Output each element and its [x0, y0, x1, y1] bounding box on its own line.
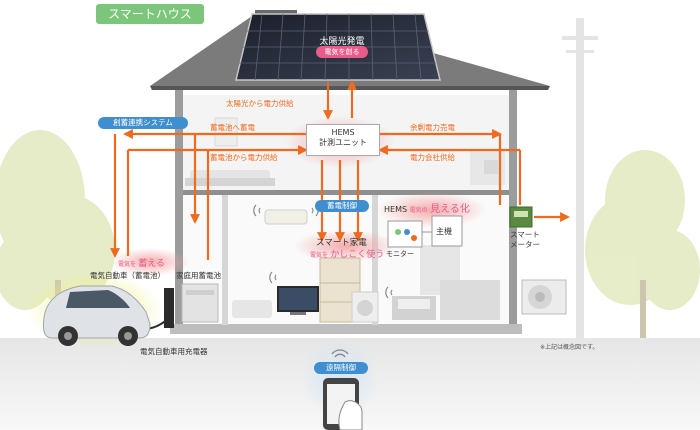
title-badge: スマートハウス [96, 4, 204, 24]
label-main-unit: 主機 [436, 227, 452, 236]
ev-tag: 電気を 蓄える [118, 256, 165, 269]
hems-monitor [387, 220, 423, 248]
smart-meter-line2: メーター [510, 240, 540, 249]
washing-machine [351, 291, 379, 323]
hems-unit-box: HEMS 計測ユニット [306, 124, 380, 156]
home-battery [181, 283, 219, 323]
sofa [232, 300, 272, 318]
label-remote-control: 遠隔制御 [314, 362, 368, 374]
label-surplus: 余剰電力売電 [410, 123, 455, 132]
label-battery-charge: 蓄電池へ蓄電 [210, 123, 255, 132]
solar-title: 太陽光発電 [319, 37, 365, 47]
hems-main-unit [422, 215, 463, 247]
electric-car [43, 285, 151, 346]
hems-vis-prefix: HEMS [384, 205, 408, 214]
kitchen [392, 245, 500, 320]
appliance-tag-big: かしこく使う [330, 250, 385, 260]
hems-vis-small: 電気の [409, 207, 428, 214]
appliance-tag-small: 電気を [310, 252, 329, 259]
utility-pole [562, 18, 598, 340]
label-battery-supply: 蓄電池から電力供給 [210, 153, 278, 162]
wifi-icon-kitchen [385, 286, 393, 299]
ev-tag-big: 蓄える [138, 259, 165, 269]
label-solar-supply: 太陽光から電力供給 [226, 99, 294, 108]
tree-right [585, 150, 700, 340]
power-flow-arrows [110, 80, 570, 260]
wifi-icon [331, 349, 349, 358]
label-grid-supply: 電力会社供給 [410, 153, 455, 162]
label-monitor: モニター [386, 250, 414, 258]
smart-meter-line1: スマート [510, 230, 540, 239]
outdoor-unit [521, 279, 567, 315]
label-storage-control: 蓄電制御 [315, 200, 369, 212]
tv [277, 286, 319, 315]
ev-tag-small: 電気を [118, 261, 137, 268]
smartphone [323, 378, 363, 430]
air-conditioner [264, 209, 308, 225]
label-ev: 電気自動車（蓄電池） [90, 271, 165, 280]
solar-tag: 電気を創る [316, 46, 368, 58]
hems-vis-big: 見える化 [430, 204, 470, 215]
label-ev-charger: 電気自動車用充電器 [140, 347, 208, 356]
note-concept: ※上記は概念図です。 [540, 344, 599, 351]
wifi-icon-tv [269, 271, 277, 284]
hems-vis: HEMS 電気の 見える化 [384, 200, 484, 215]
label-smart-meter: スマート メーター [510, 230, 540, 250]
appliance-tag: 電気を かしこく使う [310, 247, 384, 260]
upper-floor-furniture [185, 117, 505, 186]
glow-ev [110, 248, 190, 276]
hems-unit-line1: HEMS [331, 128, 355, 137]
hems-unit-line2: 計測ユニット [319, 138, 367, 147]
label-smart-appliance: スマート家電 [316, 238, 367, 248]
smart-meter [509, 206, 533, 228]
label-creation-system: 創蓄連携システム [98, 117, 188, 129]
label-home-battery: 家庭用蓄電池 [176, 271, 221, 280]
